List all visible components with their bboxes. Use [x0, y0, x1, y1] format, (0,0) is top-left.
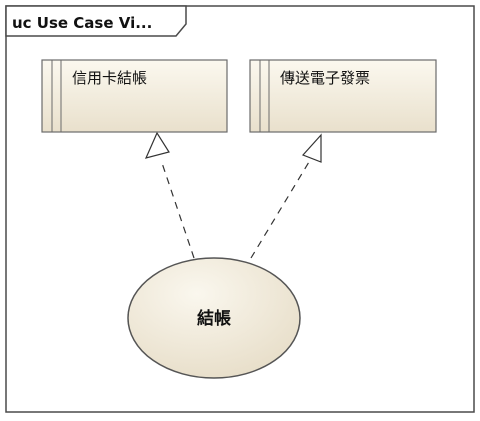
use-case-label: 結帳 [197, 308, 231, 329]
realization-arrowhead-credit-card [144, 131, 170, 159]
class-credit-card-checkout[interactable]: 信用卡結帳 [41, 59, 228, 133]
frame-title-tab [5, 5, 187, 37]
realization-line-credit-card [161, 162, 195, 259]
realization-line-e-invoice [250, 161, 310, 259]
class-send-e-invoice[interactable]: 傳送電子發票 [249, 59, 437, 133]
class-label-credit-card-checkout: 信用卡結帳 [72, 69, 147, 87]
realization-arrowhead-e-invoice [301, 133, 322, 163]
frame-title: uc Use Case Vi... [12, 14, 152, 32]
class-label-send-e-invoice: 傳送電子發票 [280, 69, 370, 87]
use-case-checkout[interactable]: 結帳 [127, 257, 301, 379]
